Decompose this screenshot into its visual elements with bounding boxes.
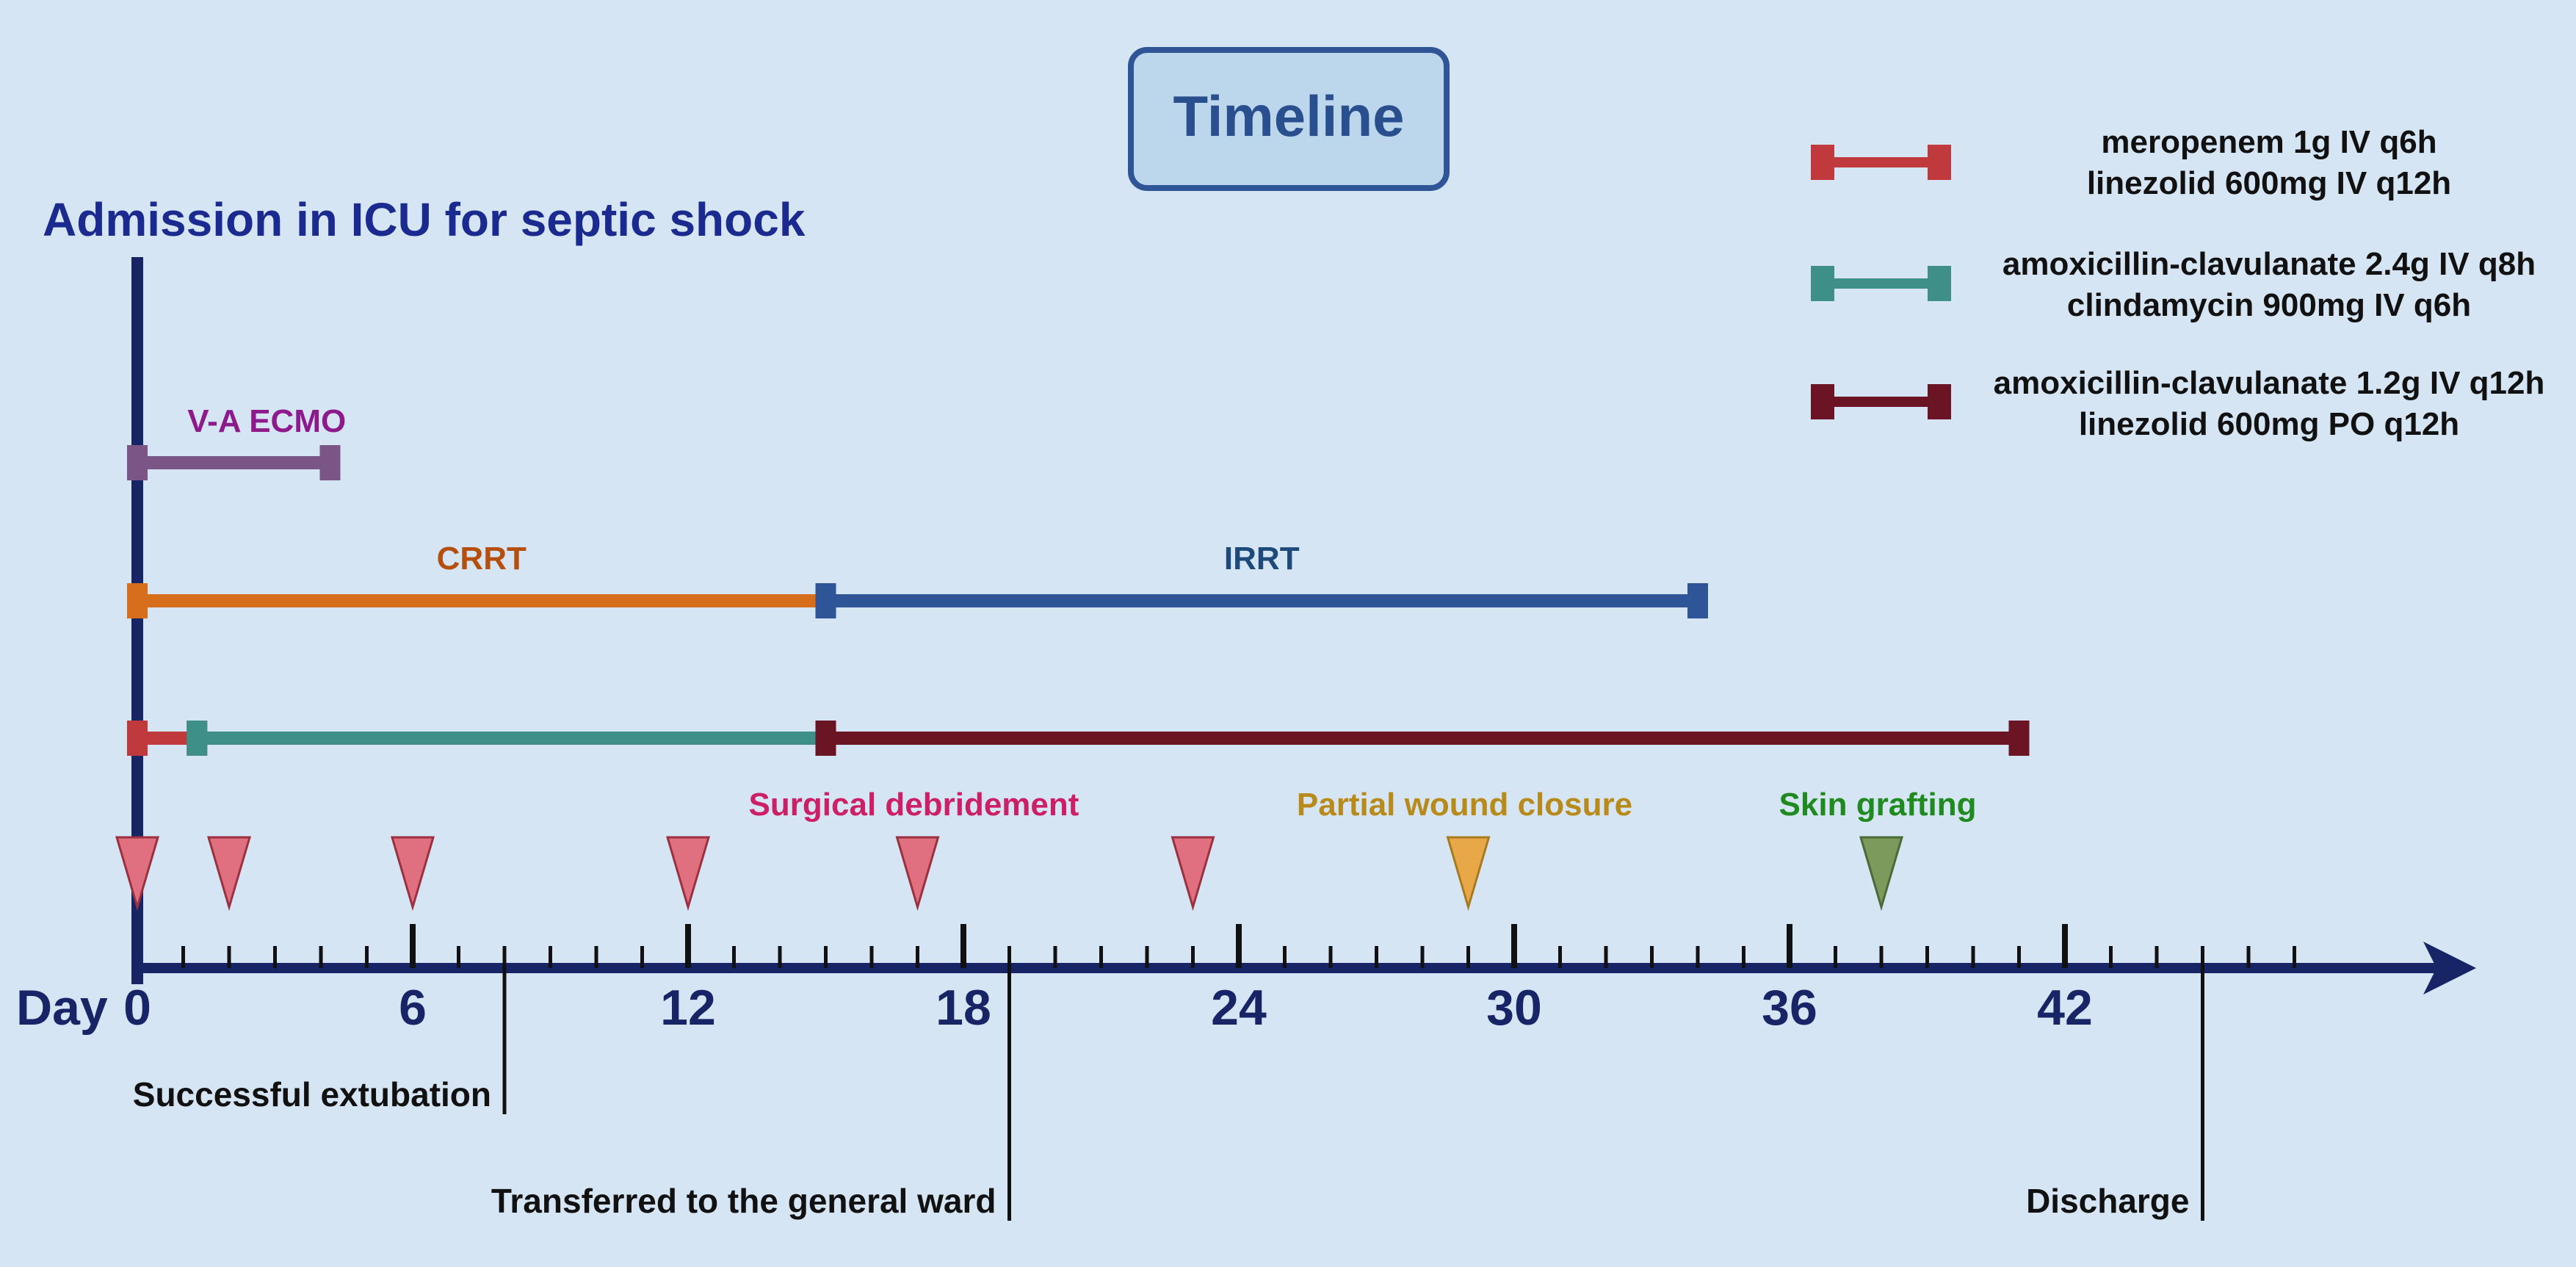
title-box: Timeline: [1128, 47, 1450, 191]
debridement-marker-6: [1171, 836, 1215, 912]
admission-label: Admission in ICU for septic shock: [43, 193, 806, 246]
antibiotic-bar-3-cap-end: [2008, 721, 2030, 756]
event-label-1: Successful extubation: [133, 1075, 491, 1113]
therapy-bars: [127, 445, 2030, 756]
legend-swatch-1: [1814, 157, 1950, 167]
antibiotic-bar-3: [815, 721, 2030, 756]
legend-item-1: meropenem 1g IV q6h linezolid 600mg IV q…: [1811, 124, 2451, 201]
irrt-bar-cap-end: [1687, 583, 1708, 618]
legend-swatch-2: [1814, 278, 1950, 289]
irrt-label: IRRT: [1224, 541, 1300, 577]
legend: meropenem 1g IV q6h linezolid 600mg IV q…: [1811, 124, 2544, 442]
debridement-marker-1: [115, 836, 160, 912]
surgical-debridement-label: Surgical debridement: [749, 787, 1079, 823]
tick-label-36: 36: [1762, 980, 1817, 1036]
tick-label-0: 0: [123, 980, 151, 1036]
crrt-bar-line: [137, 594, 826, 607]
legend-1-line2: linezolid 600mg IV q12h: [2087, 165, 2451, 201]
tick-label-42: 42: [2037, 980, 2093, 1036]
crrt-bar: [127, 583, 836, 618]
antibiotic-bar-2: [187, 721, 836, 756]
skin-grafting-label: Skin grafting: [1779, 787, 1977, 823]
day-axis: 0 6 12 18 24 30 36 42: [123, 924, 2476, 1036]
axis-arrow-head: [2423, 942, 2476, 995]
tick-label-18: 18: [936, 980, 991, 1036]
ecmo-bar-cap-start: [127, 445, 148, 480]
legend-swatch-1-cap-left: [1811, 145, 1834, 180]
legend-2-line2: clindamycin 900mg IV q6h: [2067, 287, 2471, 323]
legend-item-2: amoxicillin-clavulanate 2.4g IV q8h clin…: [1811, 246, 2536, 323]
legend-3-line2: linezolid 600mg PO q12h: [2079, 406, 2459, 442]
legend-2-line1: amoxicillin-clavulanate 2.4g IV q8h: [2002, 246, 2536, 282]
irrt-bar-cap-start: [815, 583, 836, 618]
antibiotic-bar-2-line: [197, 732, 826, 745]
axis-day-label: Day: [16, 980, 108, 1036]
surgery-markers: [115, 836, 1904, 912]
event-label-3: Discharge: [2026, 1182, 2189, 1220]
legend-swatch-3-cap-right: [1928, 384, 1951, 419]
crrt-bar-cap-start: [127, 583, 148, 618]
ecmo-bar-line: [137, 456, 330, 469]
ecmo-label: V-A ECMO: [187, 403, 346, 439]
tick-label-30: 30: [1486, 980, 1542, 1036]
title-text: Timeline: [1173, 84, 1404, 148]
ecmo-bar: [127, 445, 341, 480]
partial-wound-closure-label: Partial wound closure: [1297, 787, 1632, 823]
debridement-marker-4: [665, 836, 711, 912]
legend-swatch-2-cap-right: [1928, 266, 1951, 301]
legend-3-line1: amoxicillin-clavulanate 1.2g IV q12h: [1994, 365, 2545, 401]
irrt-bar-line: [825, 594, 1698, 607]
skin-grafting-marker: [1859, 836, 1904, 912]
partial-wound-closure-marker: [1446, 836, 1491, 912]
legend-swatch-3: [1814, 397, 1950, 407]
ecmo-bar-cap-end: [319, 445, 341, 480]
event-label-2: Transferred to the general ward: [491, 1182, 996, 1220]
antibiotic-bar-1-cap-start: [127, 721, 148, 756]
legend-swatch-2-cap-left: [1811, 266, 1834, 301]
legend-1-line1: meropenem 1g IV q6h: [2101, 124, 2436, 160]
tick-label-12: 12: [660, 980, 716, 1036]
tick-label-6: 6: [399, 980, 427, 1036]
antibiotic-bar-3-line: [825, 732, 2019, 745]
debridement-marker-5: [895, 836, 940, 912]
debridement-marker-3: [390, 836, 435, 912]
legend-swatch-3-cap-left: [1811, 384, 1834, 419]
tick-label-24: 24: [1211, 980, 1267, 1036]
crrt-label: CRRT: [437, 541, 527, 577]
antibiotic-bar-3-cap-start: [815, 721, 836, 756]
debridement-marker-2: [206, 836, 252, 912]
antibiotic-bar-2-cap-start: [187, 721, 208, 756]
irrt-bar: [815, 583, 1708, 618]
antibiotic-bar-1-line: [137, 732, 198, 745]
legend-item-3: amoxicillin-clavulanate 1.2g IV q12h lin…: [1811, 365, 2544, 442]
legend-swatch-1-cap-right: [1928, 145, 1951, 180]
